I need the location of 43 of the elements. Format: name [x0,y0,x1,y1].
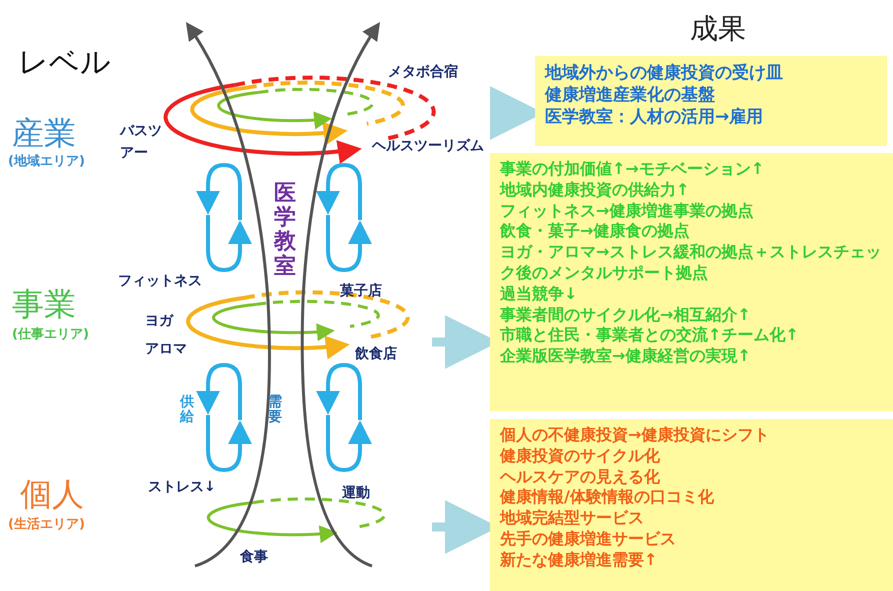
level-name: 事業 [12,284,76,325]
result-heading: 成果 [690,11,746,47]
item-label: 飲食店 [355,345,397,363]
item-label: 食事 [240,548,268,566]
level-area: (生活エリア) [8,515,85,533]
item-label: ヨガ [145,312,173,330]
result-text: 健康情報/体験情報の口コミ化 [500,487,715,508]
result-text: 地域完結型サービス [500,508,645,529]
result-text: 事業の付加価値↑→モチベーション↑ [500,159,766,180]
result-text: 健康投資のサイクル化 [500,446,661,467]
result-text: ヨガ・アロマ→ストレス緩和の拠点＋ストレスチェック後のメンタルサポート拠点 [500,242,882,284]
item-label: アロマ [145,340,187,358]
item-label: メタボ合宿 [388,63,458,81]
level-heading: レベル [18,44,111,82]
level-area: (仕事エリア) [12,325,89,343]
level-name: 産業 [12,113,76,154]
result-text: ヘルスケアの見える化 [500,466,661,488]
result-box [535,56,887,146]
result-text: 事業者間のサイクル化→相互紹介↑ [500,304,752,326]
center-label: 医学教室 [274,182,297,279]
result-text: 先手の健康増進サービス [500,528,677,550]
result-box [490,419,893,591]
result-text: フィットネス→健康増進事業の拠点 [500,200,754,222]
result-text: 地域内健康投資の供給力↑ [500,180,690,201]
item-label: 菓子店 [340,282,382,300]
item-label: ストレス↓ [148,478,216,496]
result-box [490,153,893,411]
result-text: 地域外からの健康投資の受け皿 [545,62,784,84]
level-area: (地域エリア) [8,152,85,170]
result-text: 個人の不健康投資→健康投資にシフト [500,425,770,446]
result-text: 過当競争↓ [500,284,578,305]
item-label: バスツアー [120,122,163,164]
result-text: 企業版医学教室→健康経営の実現↑ [500,346,752,367]
item-label: フィットネス [118,272,202,290]
item-label: 運動 [342,484,370,502]
result-text: 医学教室：人材の活用→雇用 [545,106,764,128]
level-name: 個人 [20,474,84,515]
result-text: 市職と住民・事業者との交流↑チーム化↑ [500,325,800,346]
item-label: ヘルスツーリズム [372,137,485,156]
result-text: 新たな健康増進需要↑ [500,550,658,571]
result-text: 飲食・菓子→健康食の拠点 [500,221,690,242]
flow-label: 供給 [180,395,195,426]
result-text: 健康増進産業化の基盤 [545,84,716,106]
